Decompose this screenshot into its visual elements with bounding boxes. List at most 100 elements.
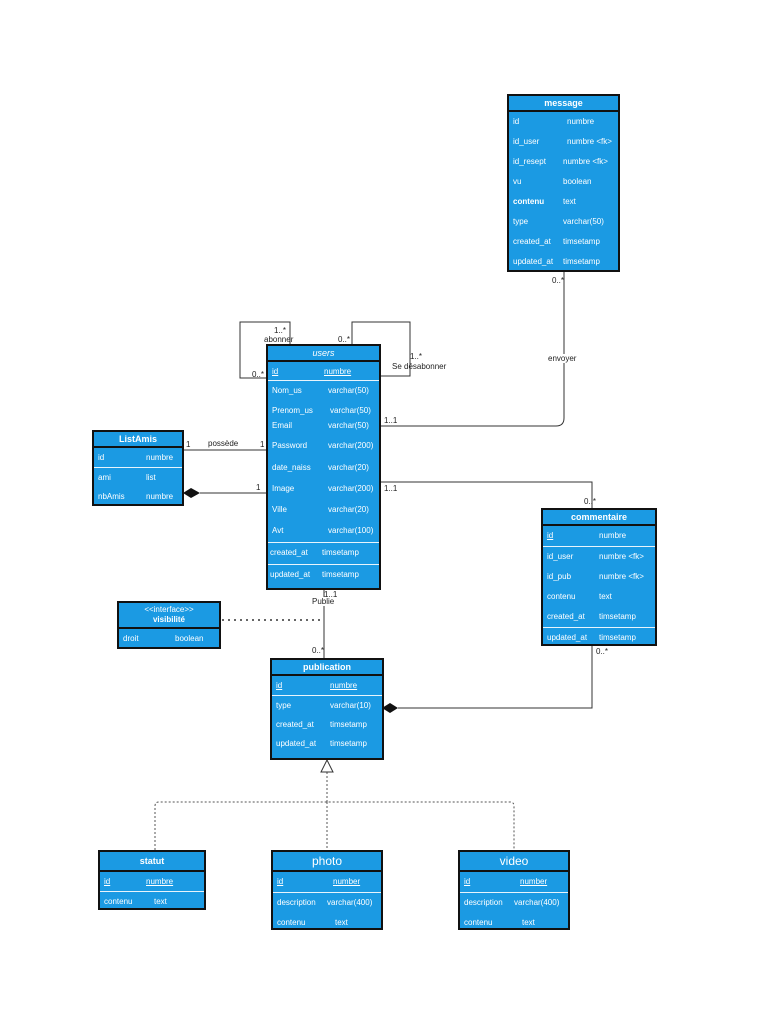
possede-label: possède (208, 439, 239, 448)
attr-type: number (520, 877, 548, 886)
attr-type: varchar(400) (514, 898, 560, 907)
attr-type: numbre <fk> (563, 157, 608, 166)
attr-type: text (522, 918, 535, 927)
entity-title: users (268, 346, 379, 362)
desabonner-label: Se désabonner (392, 362, 447, 371)
attr-type: varchar(50) (563, 217, 604, 226)
attr-name: id (276, 681, 283, 690)
desabonner-loop (351, 321, 411, 377)
attr-name: updated_at (547, 633, 588, 642)
attr-type: text (154, 897, 167, 906)
entity-title: photo (273, 852, 381, 872)
attr-type: text (563, 197, 576, 206)
attr-name: id (104, 877, 111, 886)
attr-type: list (146, 473, 156, 482)
publie-label: Publie (312, 597, 335, 606)
attribute-row: description varchar(400) (460, 893, 568, 913)
desabonner-mult-a: 0..* (338, 335, 351, 344)
attr-name: description (464, 898, 503, 907)
attr-name: updated_at (270, 570, 311, 579)
entity-title: <<interface>> visibilité (119, 603, 219, 629)
pub-comment-line (398, 646, 593, 709)
attr-type: boolean (563, 177, 592, 186)
attribute-row: type varchar(50) (509, 212, 618, 232)
attr-type: numbre (146, 453, 174, 462)
amis-comp-mult: 1 (256, 483, 261, 492)
attr-name: id_resept (513, 157, 546, 166)
attr-name: nbAmis (98, 492, 125, 501)
attr-type: timsetamp (563, 237, 600, 246)
pub-comment-mult: 0..* (596, 647, 609, 656)
commenter-mult-b: 0..* (584, 497, 597, 506)
attr-name: Password (272, 441, 308, 450)
attr-name: id (547, 531, 554, 540)
attribute-row: id_resept numbre <fk> (509, 152, 618, 172)
attr-name: date_naiss (272, 463, 311, 472)
abonner-mult-b: 0..* (252, 370, 265, 379)
attribute-row: contenu text (543, 587, 655, 607)
attr-type: timsetamp (599, 612, 636, 621)
entity-title: video (460, 852, 568, 872)
attr-name: contenu (547, 592, 576, 601)
attr-name: Prenom_us (272, 406, 313, 415)
abonner-loop (239, 321, 291, 379)
attr-name: updated_at (276, 739, 317, 748)
attr-type: varchar(50) (328, 386, 369, 395)
attr-type: text (599, 592, 612, 601)
attr-name: ami (98, 473, 111, 482)
entity-title: ListAmis (94, 432, 182, 448)
attr-type: varchar(50) (328, 421, 369, 430)
attr-name: vu (513, 177, 522, 186)
attr-type: varchar(20) (328, 463, 369, 472)
attr-type: timsetamp (563, 257, 600, 266)
attribute-row: created_at timsetamp (509, 232, 618, 252)
attr-name: id (513, 117, 520, 126)
entity-title: statut (100, 852, 204, 872)
attr-type: numbre (146, 877, 174, 886)
envoyer-label: envoyer (548, 354, 577, 363)
attr-type: varchar(200) (328, 441, 374, 450)
attr-name: created_at (276, 720, 314, 729)
attr-type: numbre <fk> (599, 572, 644, 581)
attr-name: contenu (513, 197, 545, 206)
attribute-row: id numbre (100, 872, 204, 892)
attr-name: id_user (513, 137, 540, 146)
envoyer-mult-a: 0..* (552, 276, 565, 285)
inheritance-arrowhead (320, 758, 334, 773)
commenter-line (380, 481, 593, 508)
listamis-diamond (183, 488, 200, 498)
attr-type: number (333, 877, 361, 886)
attr-type: numbre <fk> (567, 137, 612, 146)
attr-name: type (513, 217, 529, 226)
attr-name: created_at (513, 237, 551, 246)
attr-type: timsetamp (330, 720, 367, 729)
